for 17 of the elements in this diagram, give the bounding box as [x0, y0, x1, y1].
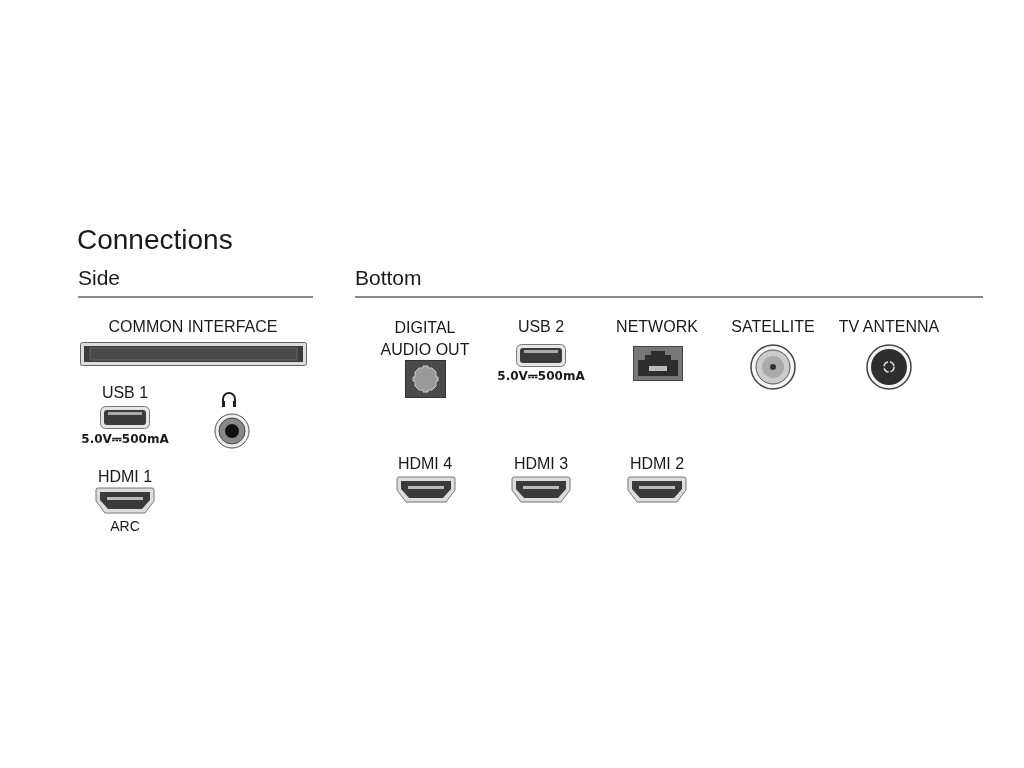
port-label: HDMI 3 — [513, 454, 569, 474]
power-rating: 5.0V⎓500mA — [497, 370, 585, 382]
port-label: COMMON INTERFACE — [108, 317, 278, 337]
port-label: HDMI 1 — [97, 467, 153, 487]
section-heading: Bottom — [355, 267, 422, 288]
port-label: HDMI 4 — [397, 454, 453, 474]
port-label: SATELLITE — [731, 317, 815, 337]
port-label: ARC — [110, 519, 140, 533]
power-rating: 5.0V⎓500mA — [81, 433, 169, 445]
title: Connections — [77, 226, 233, 254]
port-label: HDMI 2 — [629, 454, 685, 474]
port-label: TV ANTENNA — [838, 317, 940, 337]
section-heading: Side — [78, 267, 121, 288]
port-label: NETWORK — [616, 317, 698, 337]
port-label: USB 1 — [101, 383, 149, 403]
port-label: USB 2 — [517, 317, 565, 337]
port-label: DIGITAL AUDIO OUT — [379, 318, 471, 360]
